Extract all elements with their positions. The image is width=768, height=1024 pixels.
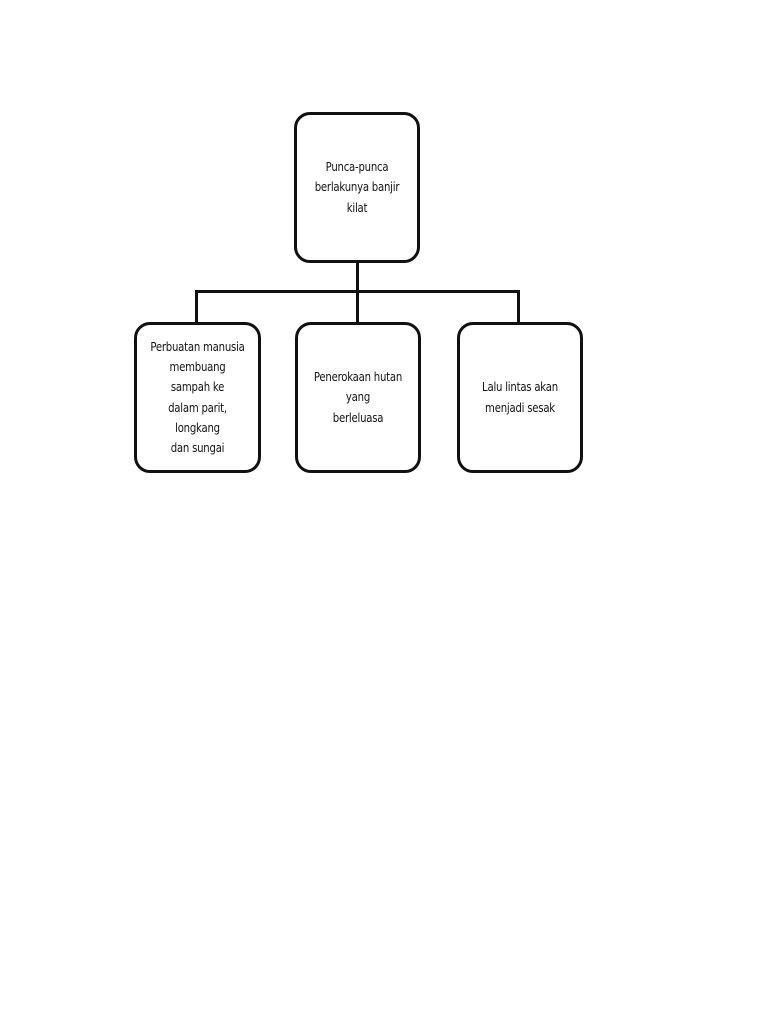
node-root-label: Punca-punca berlakunya banjir kilat [314,159,400,215]
node-child-0-label: Perbuatan manusia membuang sampah ke dal… [150,338,245,455]
node-child-penerokaan-hutan: Penerokaan hutan yang berleluasa [295,322,421,473]
node-child-1-label: Penerokaan hutan yang berleluasa [313,369,403,425]
node-child-perbuatan-manusia: Perbuatan manusia membuang sampah ke dal… [134,322,261,473]
node-root: Punca-punca berlakunya banjir kilat [294,112,420,263]
node-child-lalu-lintas: Lalu lintas akan menjadi sesak [457,322,583,473]
node-child-2-label: Lalu lintas akan menjadi sesak [482,379,558,415]
